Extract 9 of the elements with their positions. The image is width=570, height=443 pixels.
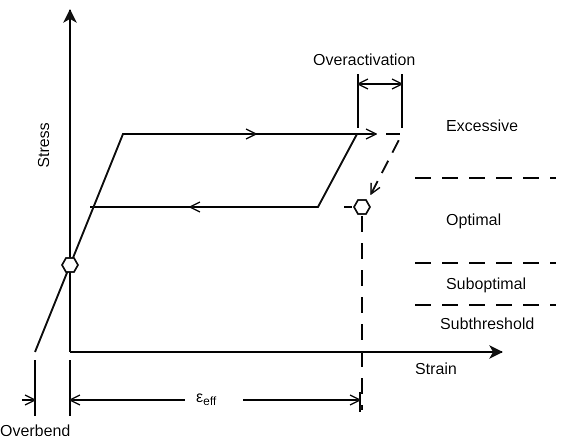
axis-label: Strain bbox=[415, 361, 457, 379]
dimension-label: ε$_{eff}$ bbox=[196, 389, 216, 407]
axis-label: Stress bbox=[36, 122, 54, 168]
level-label: Optimal bbox=[446, 212, 502, 230]
level-label: Excessive bbox=[446, 118, 518, 136]
level-label: Suboptimal bbox=[446, 276, 526, 294]
level-label: Subthreshold bbox=[440, 316, 534, 334]
axis-label: Overactivation bbox=[313, 52, 416, 70]
dimension-label: Overbend bbox=[0, 423, 70, 441]
